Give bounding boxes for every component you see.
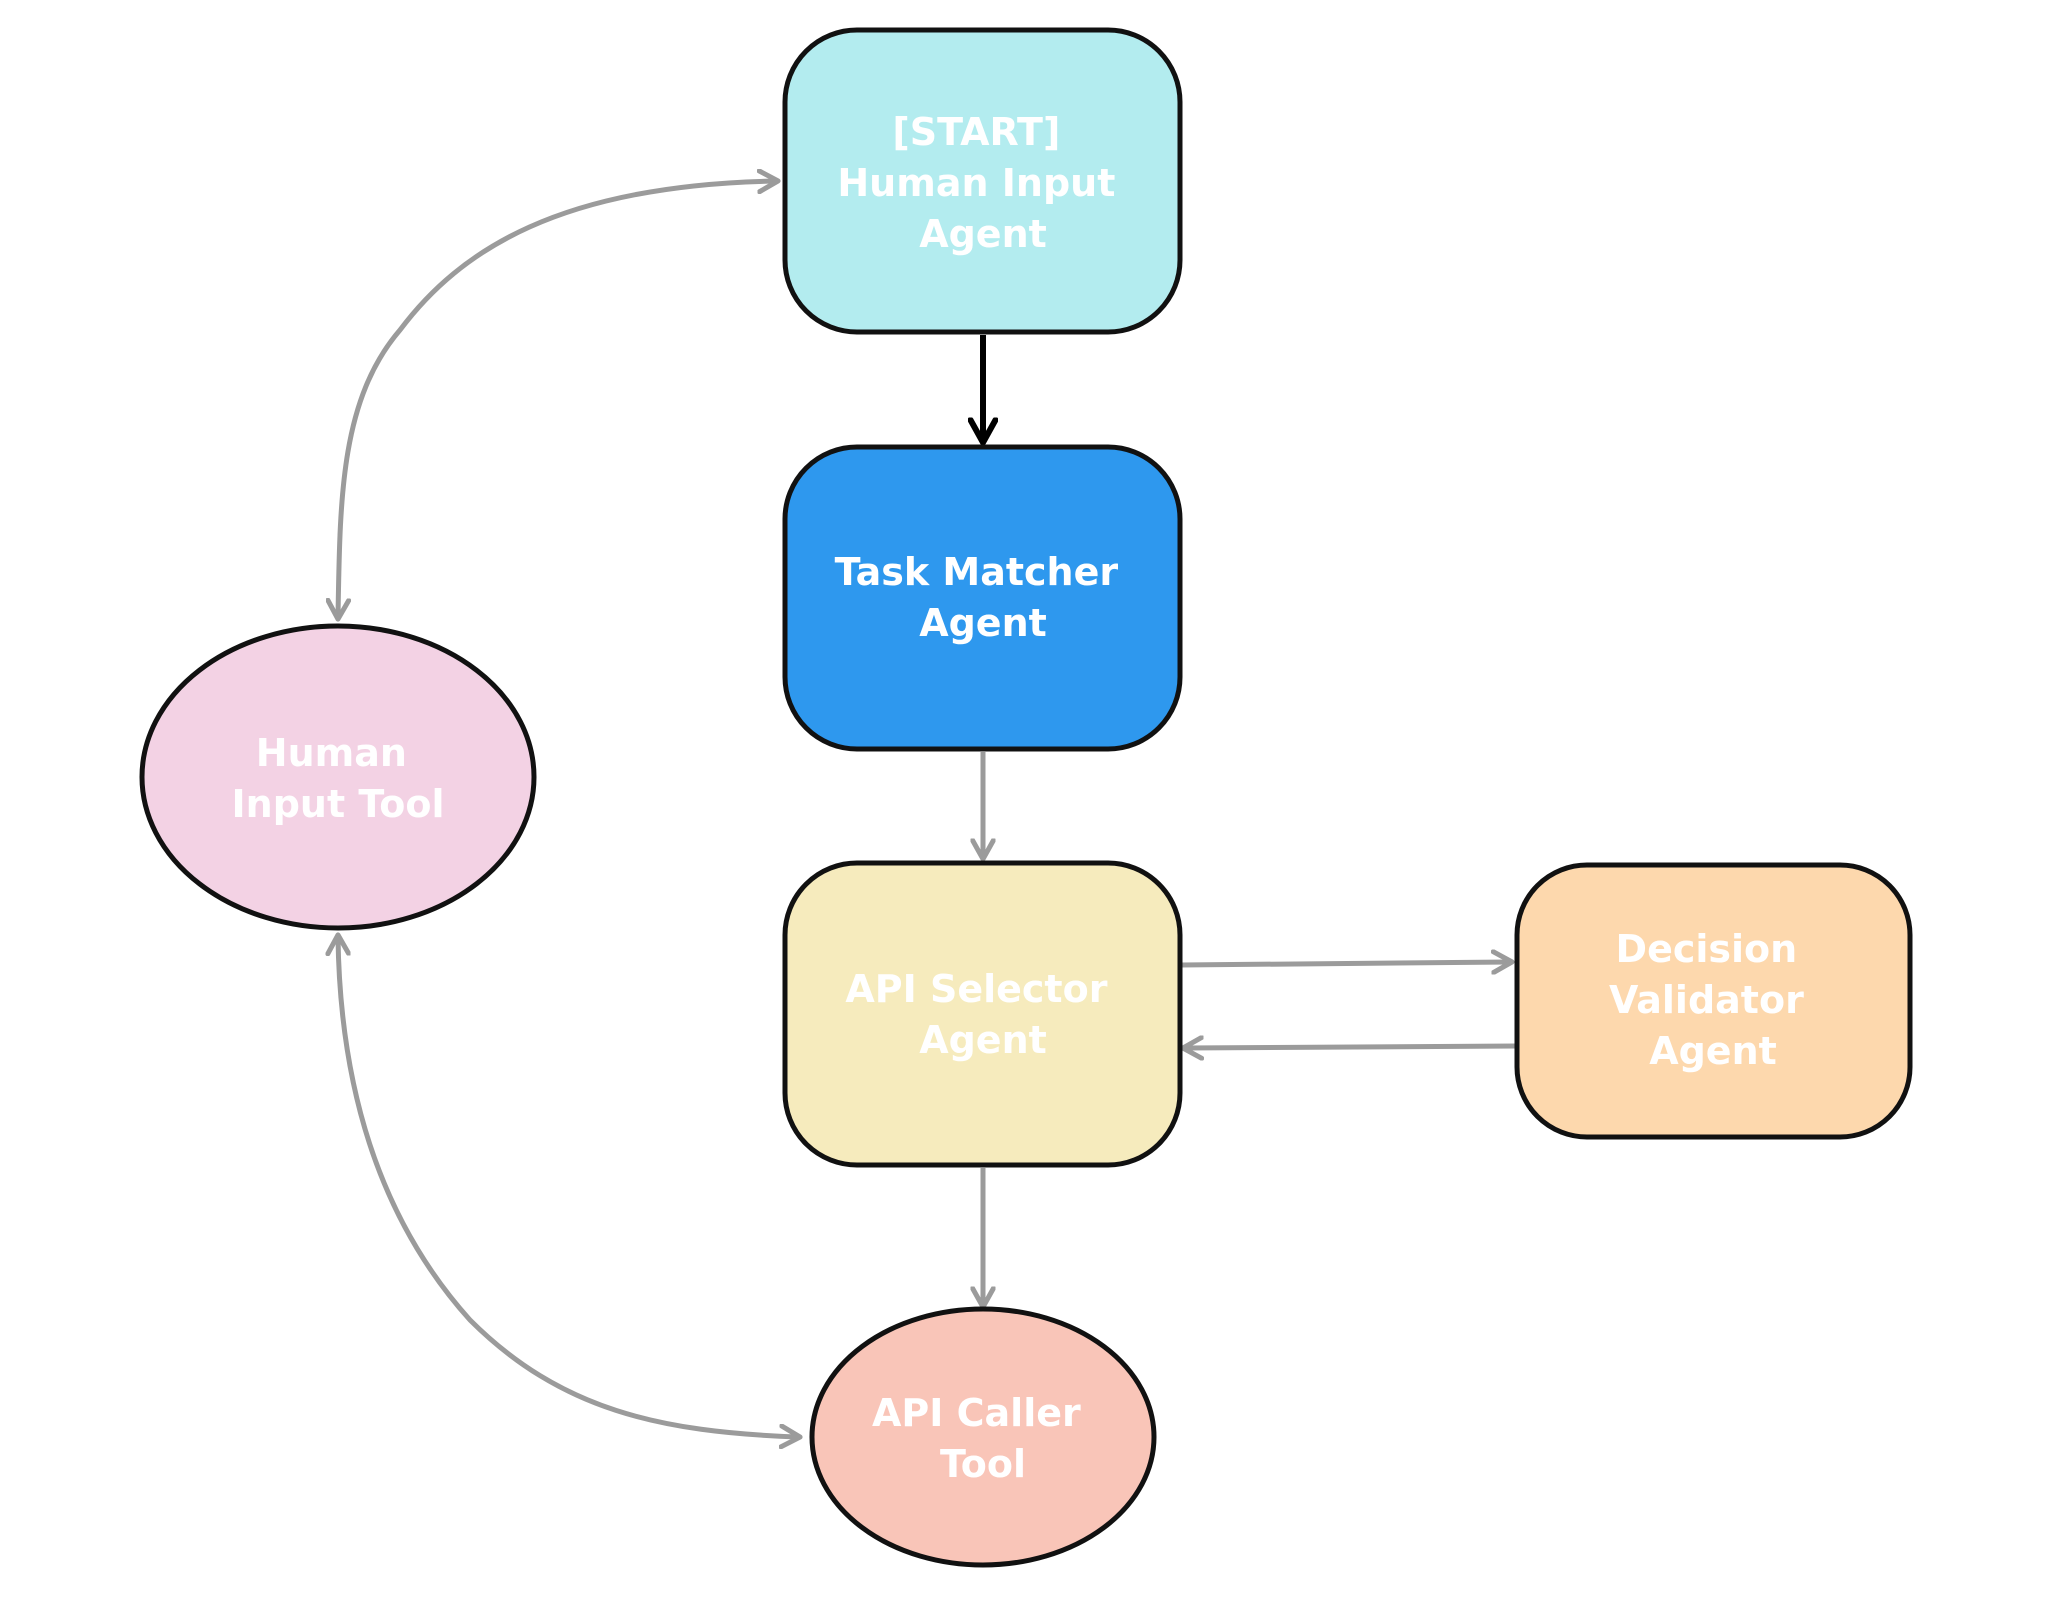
edge-human-input-tool-to-api-caller [338,937,798,1437]
edge-human-input-agent-to-human-input-tool [338,181,776,617]
node-api-selector-agent[interactable]: API Selector Agent [782,860,1183,1168]
node-label: API Selector Agent [845,967,1120,1062]
edge-decision-validator-to-api-selector [1185,1046,1518,1048]
edge-api-selector-to-decision-validator [1180,962,1510,965]
node-human-input-agent[interactable]: [START] Human Input Agent [782,27,1183,335]
node-label: API Caller Tool [872,1391,1094,1486]
node-label: Task Matcher Agent [835,550,1132,645]
edges [338,181,1518,1437]
node-decision-validator-agent[interactable]: Decision Validator Agent [1514,862,1913,1140]
node-human-input-tool[interactable]: Human Input Tool [139,623,537,931]
node-task-matcher-agent[interactable]: Task Matcher Agent [782,444,1183,752]
node-label: Decision Validator Agent [1609,927,1817,1073]
node-label: Human Input Tool [232,731,445,826]
node-label: [START] Human Input Agent [837,110,1128,256]
node-api-caller-tool[interactable]: API Caller Tool [809,1306,1157,1568]
